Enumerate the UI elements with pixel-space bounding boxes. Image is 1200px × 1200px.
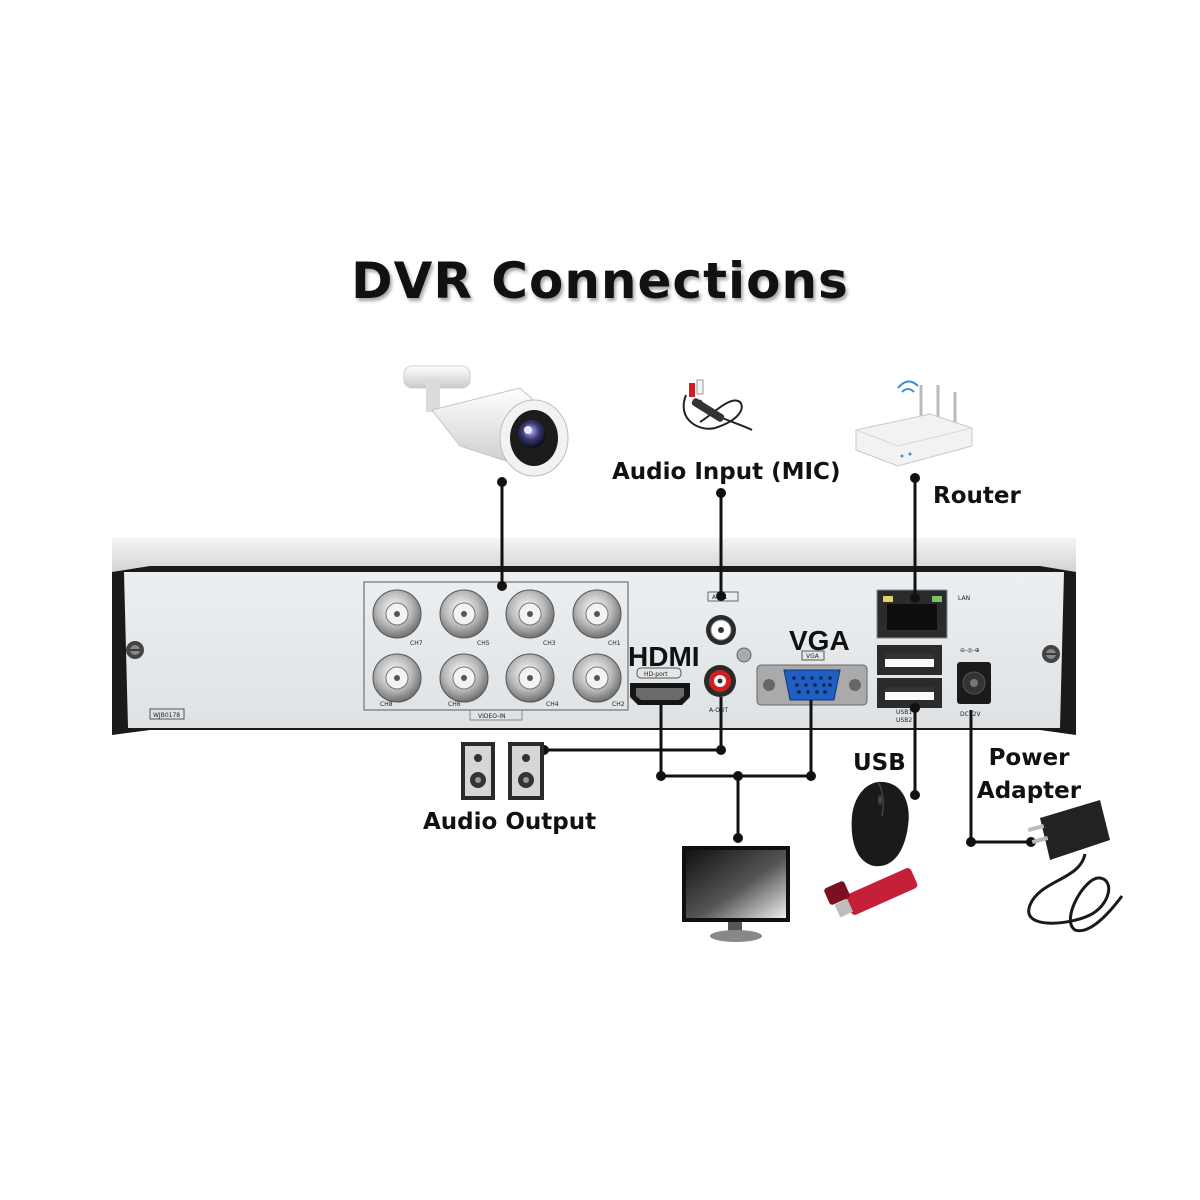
screw-right-icon — [1042, 645, 1060, 663]
speaker-right-icon — [508, 742, 544, 800]
ch6-label: CH6 — [448, 701, 461, 708]
screw-left-icon — [126, 641, 144, 659]
audio-in-port[interactable] — [706, 615, 736, 645]
bnc-port-ch8[interactable] — [372, 653, 422, 703]
connection-dots — [497, 473, 1036, 847]
usb-port-2[interactable] — [877, 678, 942, 708]
usb1-label: USB1 — [896, 709, 912, 716]
lan-port[interactable] — [876, 589, 948, 639]
bullet-camera-icon — [403, 365, 569, 477]
bnc-port-ch4[interactable] — [505, 653, 555, 703]
monitor-icon — [682, 846, 790, 942]
power-adapter-icon — [1027, 800, 1124, 933]
ch7-label: CH7 — [410, 640, 423, 647]
label-router: Router — [933, 483, 1021, 509]
usb2-label: USB2 — [896, 717, 912, 724]
lan-label: LAN — [958, 595, 970, 602]
bnc-port-ch1[interactable] — [572, 589, 622, 639]
vga-small-label: VGA — [806, 653, 820, 660]
audio-out-port[interactable] — [704, 665, 736, 697]
bnc-port-ch3[interactable] — [505, 589, 555, 639]
audio-out-label: A-OUT — [709, 707, 728, 714]
usb-port-1[interactable] — [877, 645, 942, 675]
vga-port[interactable] — [756, 664, 868, 706]
video-in-label: VIDEO-IN — [478, 713, 506, 720]
dc-power-port[interactable] — [957, 662, 991, 704]
model-label: WJB0178 — [153, 712, 180, 719]
bnc-port-ch7[interactable] — [372, 589, 422, 639]
mouse-icon — [851, 781, 909, 867]
usb-stick-icon — [824, 868, 918, 918]
page-title: DVR Connections — [351, 252, 849, 310]
ch1-label: CH1 — [608, 640, 621, 647]
label-power-line1: Power — [988, 745, 1070, 771]
router-icon — [855, 380, 973, 467]
ch4-label: CH4 — [546, 701, 559, 708]
label-hdmi: HDMI — [628, 641, 700, 672]
hdmi-port[interactable] — [630, 683, 690, 705]
label-vga: VGA — [789, 625, 850, 656]
dc-polarity-symbol: ⊖-◎-⊕ — [960, 647, 980, 654]
ch8-label: CH8 — [380, 701, 393, 708]
label-power-adapter: Power Adapter — [974, 742, 1084, 809]
microphone-icon — [682, 379, 753, 431]
bnc-port-ch6[interactable] — [439, 653, 489, 703]
ch3-label: CH3 — [543, 640, 556, 647]
speaker-left-icon — [461, 742, 495, 800]
ch2-label: CH2 — [612, 701, 625, 708]
label-audio-output: Audio Output — [423, 809, 597, 835]
bnc-port-ch5[interactable] — [439, 589, 489, 639]
hd-port-label: HD-port — [644, 671, 668, 678]
label-audio-input: Audio Input (MIC) — [612, 459, 841, 485]
label-power-line2: Adapter — [976, 778, 1082, 805]
ch5-label: CH5 — [477, 640, 490, 647]
label-usb: USB — [853, 750, 906, 776]
bnc-port-ch2[interactable] — [572, 653, 622, 703]
